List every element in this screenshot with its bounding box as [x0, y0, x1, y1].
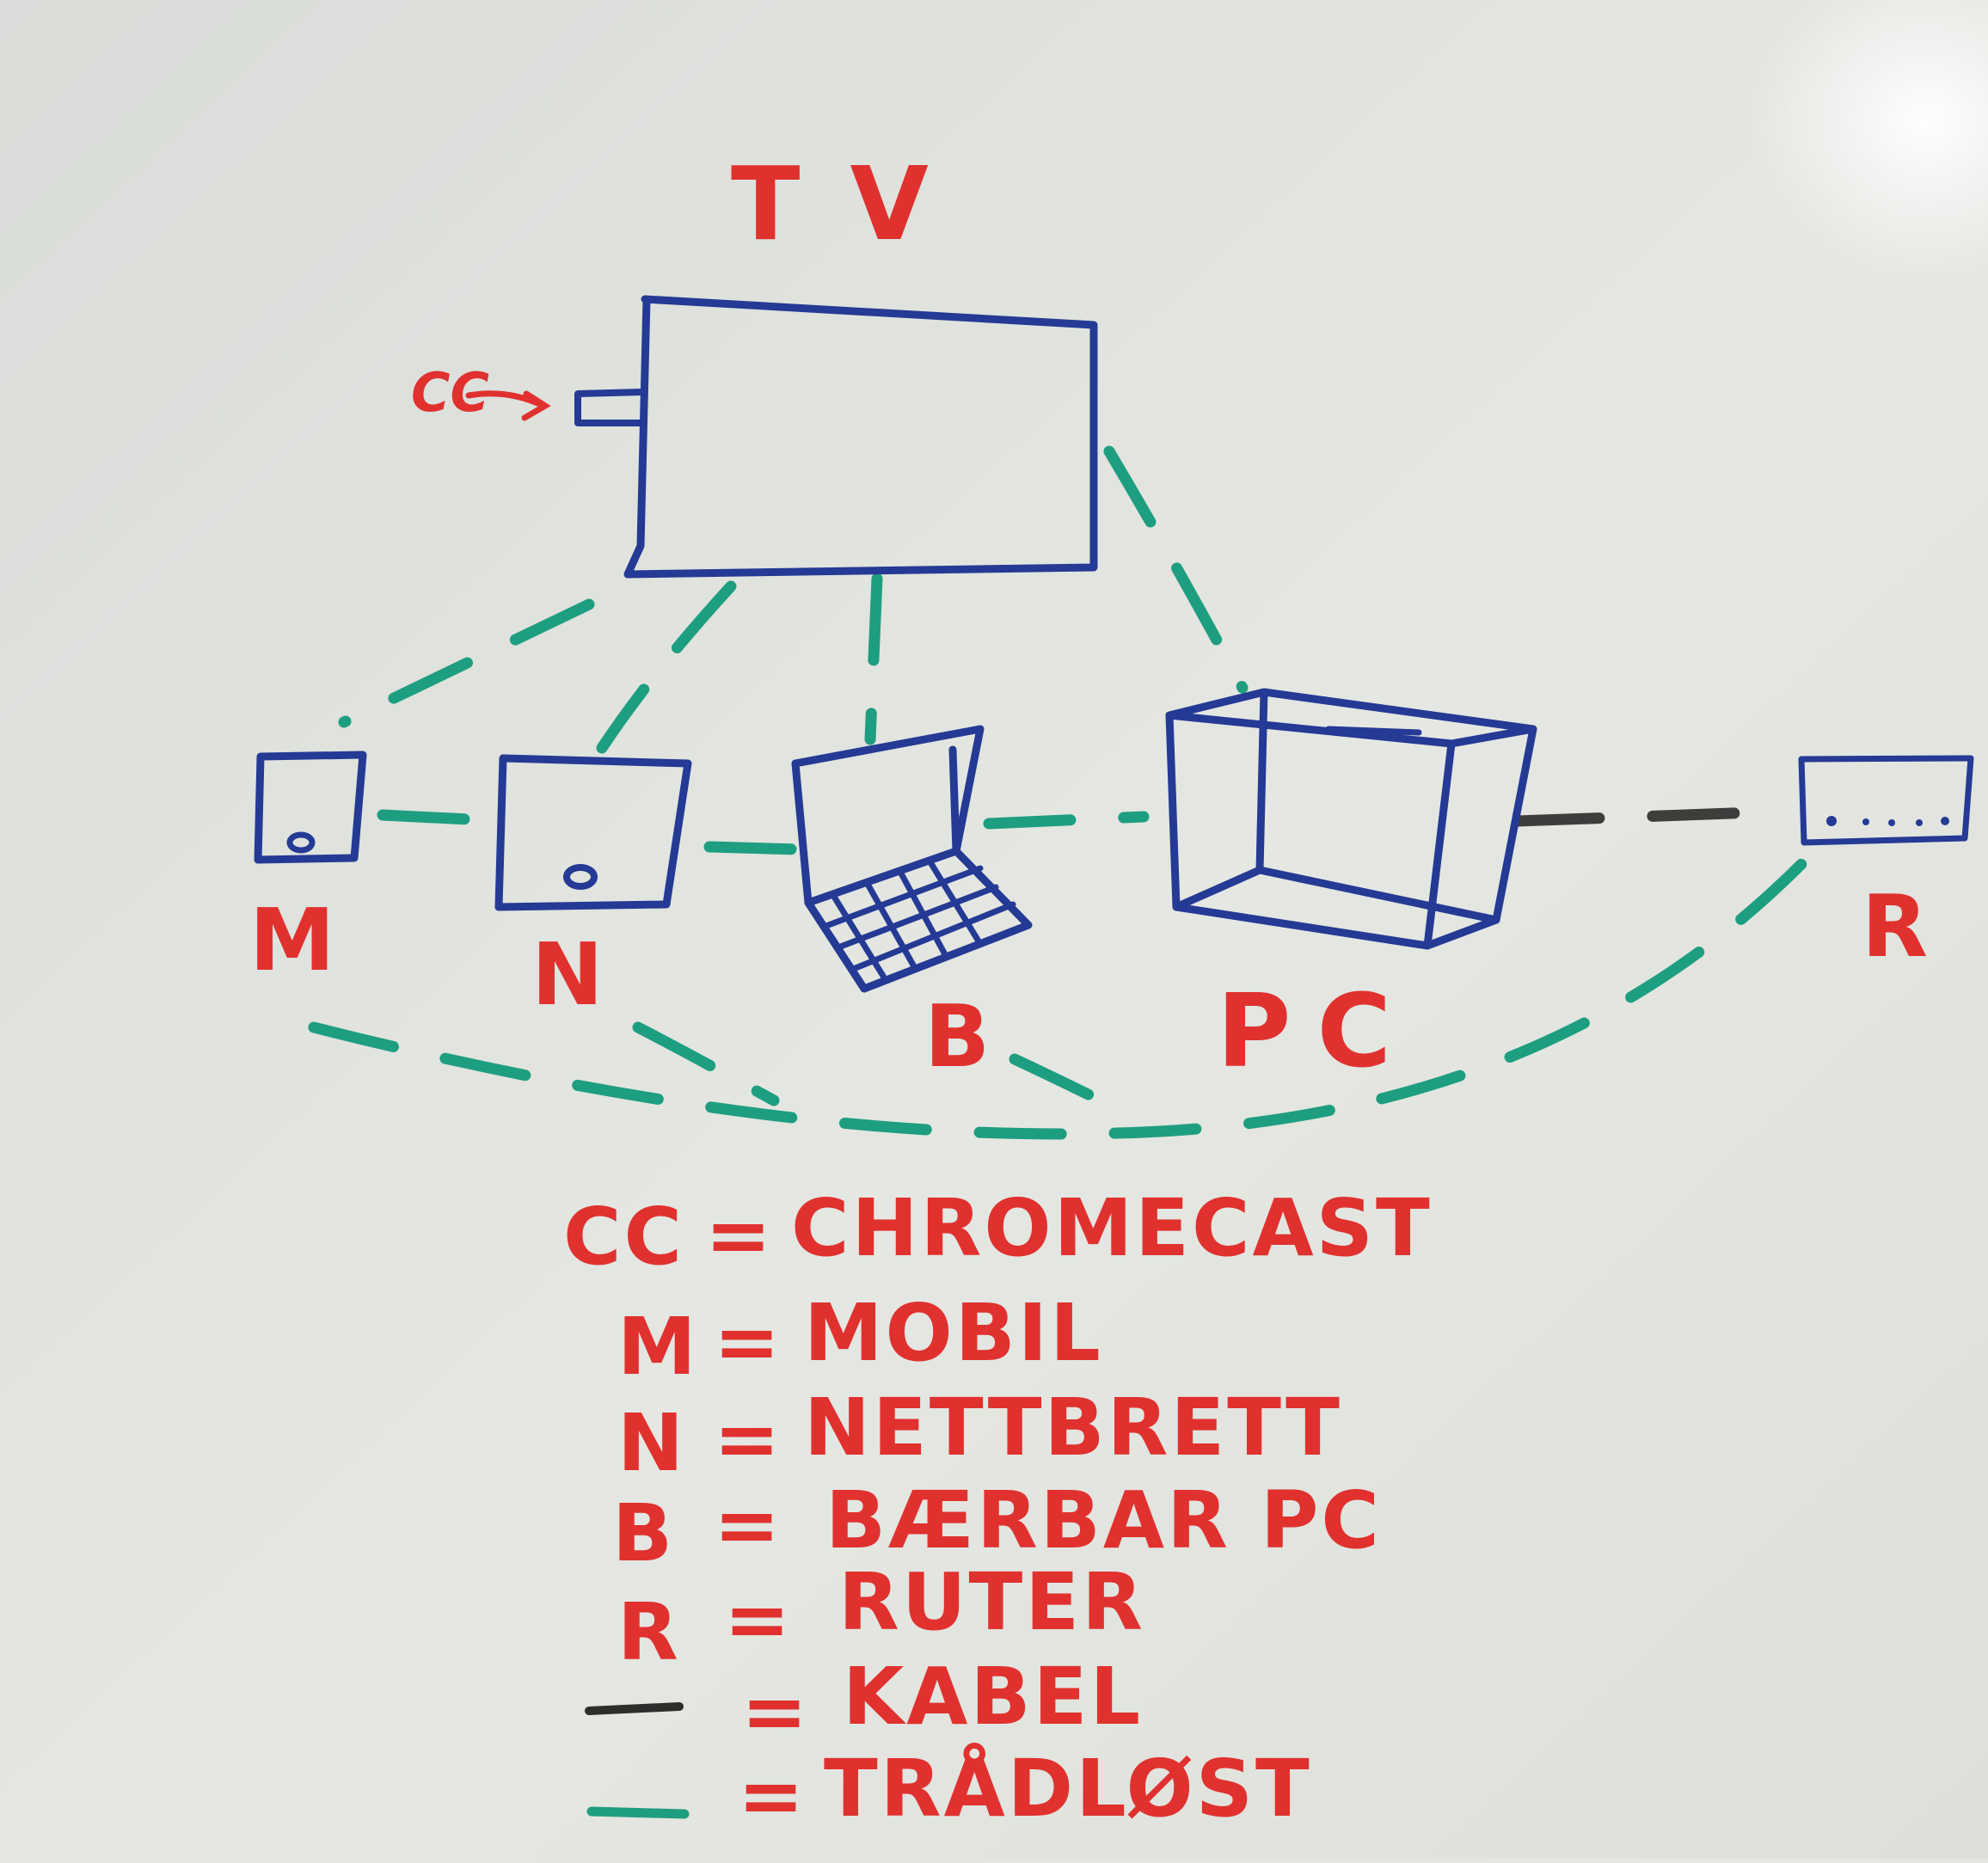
legend-value-cable: KABEL — [843, 1651, 1143, 1743]
legend-key-m: M — [617, 1301, 699, 1393]
legend-value-cc: CHROMECAST — [791, 1182, 1433, 1274]
legend-swatch-wireless — [586, 1806, 690, 1819]
legend-sep-wireless: = — [738, 1750, 807, 1842]
link-tv-pc — [1103, 445, 1249, 694]
n-label: N — [531, 924, 604, 1025]
legend-sep-cable: = — [741, 1665, 810, 1757]
pc-device — [1165, 688, 1537, 950]
legend-value-r: RUTER — [838, 1556, 1145, 1648]
laptop-device — [791, 725, 1033, 993]
light-glare — [1746, 0, 1988, 284]
legend-value-n: NETTBRETT — [804, 1382, 1342, 1474]
link-n-b — [703, 841, 806, 855]
legend-entry-wireless: = TRÅDLØST — [586, 1742, 1312, 1842]
device-labels: TV CC M N B PC R — [249, 144, 1928, 1090]
link-tv-m — [338, 598, 595, 728]
m-label: M — [249, 890, 335, 990]
cc-label: CC — [411, 361, 489, 424]
chromecast-dongle — [574, 389, 646, 426]
pc-drive-slot — [1325, 726, 1422, 736]
legend-key-r: R — [617, 1586, 681, 1678]
mobile-device — [254, 751, 367, 864]
legend-sep-n: = — [714, 1393, 782, 1485]
legend: CC = CHROMECAST M = MOBIL N = NETTBRETT … — [563, 1182, 1433, 1842]
mobile-home-button — [286, 831, 316, 854]
tablet-body — [494, 754, 692, 911]
legend-key-n: N — [617, 1397, 686, 1489]
r-label: R — [1862, 876, 1928, 977]
legend-entry-b: B = BÆRBAR PC — [612, 1474, 1382, 1579]
link-b-r — [1009, 1053, 1141, 1124]
legend-value-b: BÆRBAR PC — [825, 1474, 1382, 1566]
link-b-pc — [983, 811, 1150, 830]
laptop-keys-grid — [820, 859, 1016, 984]
legend-key-b: B — [612, 1487, 675, 1579]
legend-entry-cable: = KABEL — [585, 1651, 1143, 1757]
tv-label: TV — [731, 144, 979, 263]
laptop-keyboard — [804, 847, 1033, 993]
pc-label: PC — [1217, 971, 1417, 1090]
legend-sep-b: = — [714, 1479, 782, 1571]
mobile-body — [254, 751, 367, 864]
link-n-r — [632, 1021, 780, 1106]
legend-sep-cc: = — [705, 1189, 774, 1281]
legend-sep-r: = — [724, 1573, 793, 1665]
tv-screen — [623, 295, 1098, 579]
legend-key-cc: CC — [563, 1191, 684, 1283]
tablet-device — [494, 754, 692, 911]
b-label: B — [924, 986, 990, 1087]
connection-lines — [308, 445, 1812, 1140]
legend-value-wireless: TRÅDLØST — [824, 1742, 1312, 1835]
link-tv-n — [596, 580, 737, 754]
legend-entry-m: M = MOBIL — [617, 1287, 1103, 1393]
link-m-n — [377, 809, 509, 827]
chromecast-pointer-arrow — [465, 390, 551, 421]
pc-box — [1165, 688, 1537, 950]
laptop-screen — [791, 725, 985, 907]
legend-entry-cc: CC = CHROMECAST — [563, 1182, 1433, 1283]
legend-entry-r: R = RUTER — [617, 1556, 1145, 1678]
link-tv-b — [864, 573, 883, 745]
legend-swatch-cable — [585, 1702, 684, 1715]
link-m-r — [308, 854, 1812, 1140]
router-leds — [1826, 816, 1949, 826]
link-pc-r — [1512, 806, 1762, 827]
router-body — [1798, 755, 1974, 846]
router-device — [1798, 755, 1974, 846]
tablet-home-button — [563, 864, 598, 890]
legend-value-m: MOBIL — [804, 1287, 1103, 1379]
legend-entry-n: N = NETTBRETT — [617, 1382, 1342, 1489]
tv-device — [465, 295, 1098, 579]
legend-sep-m: = — [714, 1296, 782, 1388]
